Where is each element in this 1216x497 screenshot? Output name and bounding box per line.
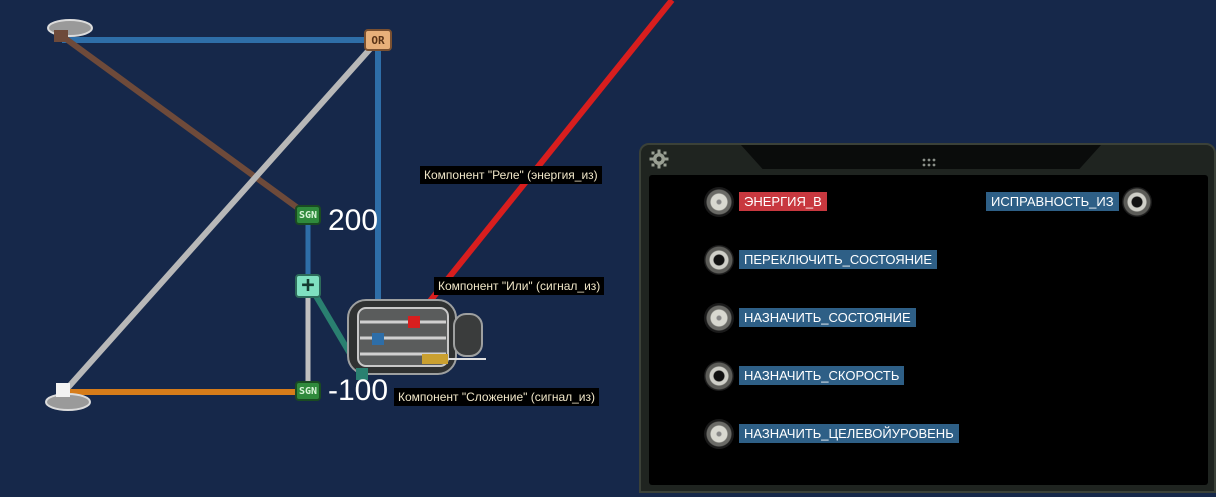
connector-set-state[interactable] xyxy=(704,303,734,333)
wire-label-or: Компонент "Или" (сигнал_из) xyxy=(434,277,605,295)
connector-set-speed[interactable] xyxy=(704,361,734,391)
pin-label-condition-out: ИСПРАВНОСТЬ_ИЗ xyxy=(986,192,1119,211)
pump-port-teal[interactable] xyxy=(356,368,368,380)
wire-gray-diagonal[interactable] xyxy=(61,38,381,394)
connector-power-in[interactable] xyxy=(704,187,734,217)
pin-label-toggle-state: ПЕРЕКЛЮЧИТЬ_СОСТОЯНИЕ xyxy=(739,250,938,269)
grip-dots-icon[interactable] xyxy=(922,153,936,172)
pump-component[interactable] xyxy=(347,299,486,375)
connector-set-target-level[interactable] xyxy=(704,419,734,449)
or-component[interactable]: OR xyxy=(364,29,392,51)
panel-header-tab[interactable] xyxy=(741,145,1101,169)
add-component[interactable]: + xyxy=(295,274,321,298)
device-top-left[interactable] xyxy=(47,19,93,42)
value-label-bottom: -100 xyxy=(328,374,389,407)
pin-label-set-speed: НАЗНАЧИТЬ_СКОРОСТЬ xyxy=(739,366,905,385)
sgn-component-bottom[interactable]: SGN xyxy=(295,381,321,401)
connector-toggle-state[interactable] xyxy=(704,245,734,275)
value-label-top: 200 xyxy=(328,204,379,237)
pin-label-set-state: НАЗНАЧИТЬ_СОСТОЯНИЕ xyxy=(739,308,916,327)
pump-port-blue[interactable] xyxy=(372,333,384,345)
gear-icon[interactable] xyxy=(649,149,669,173)
wire-brown[interactable] xyxy=(60,33,308,217)
wire-label-add: Компонент "Сложение" (сигнал_из) xyxy=(394,388,599,406)
sgn-component-top[interactable]: SGN xyxy=(295,205,321,225)
connector-condition-out[interactable] xyxy=(1122,187,1152,217)
wire-label-relay: Компонент "Реле" (энергия_из) xyxy=(420,166,602,184)
pump-port-red[interactable] xyxy=(408,316,420,328)
wire-red[interactable] xyxy=(411,0,675,323)
pin-label-set-target-level: НАЗНАЧИТЬ_ЦЕЛЕВОЙУРОВЕНЬ xyxy=(739,424,959,443)
pin-label-power-in: ЭНЕРГИЯ_В xyxy=(739,192,827,211)
device-bottom-left[interactable] xyxy=(45,383,91,411)
